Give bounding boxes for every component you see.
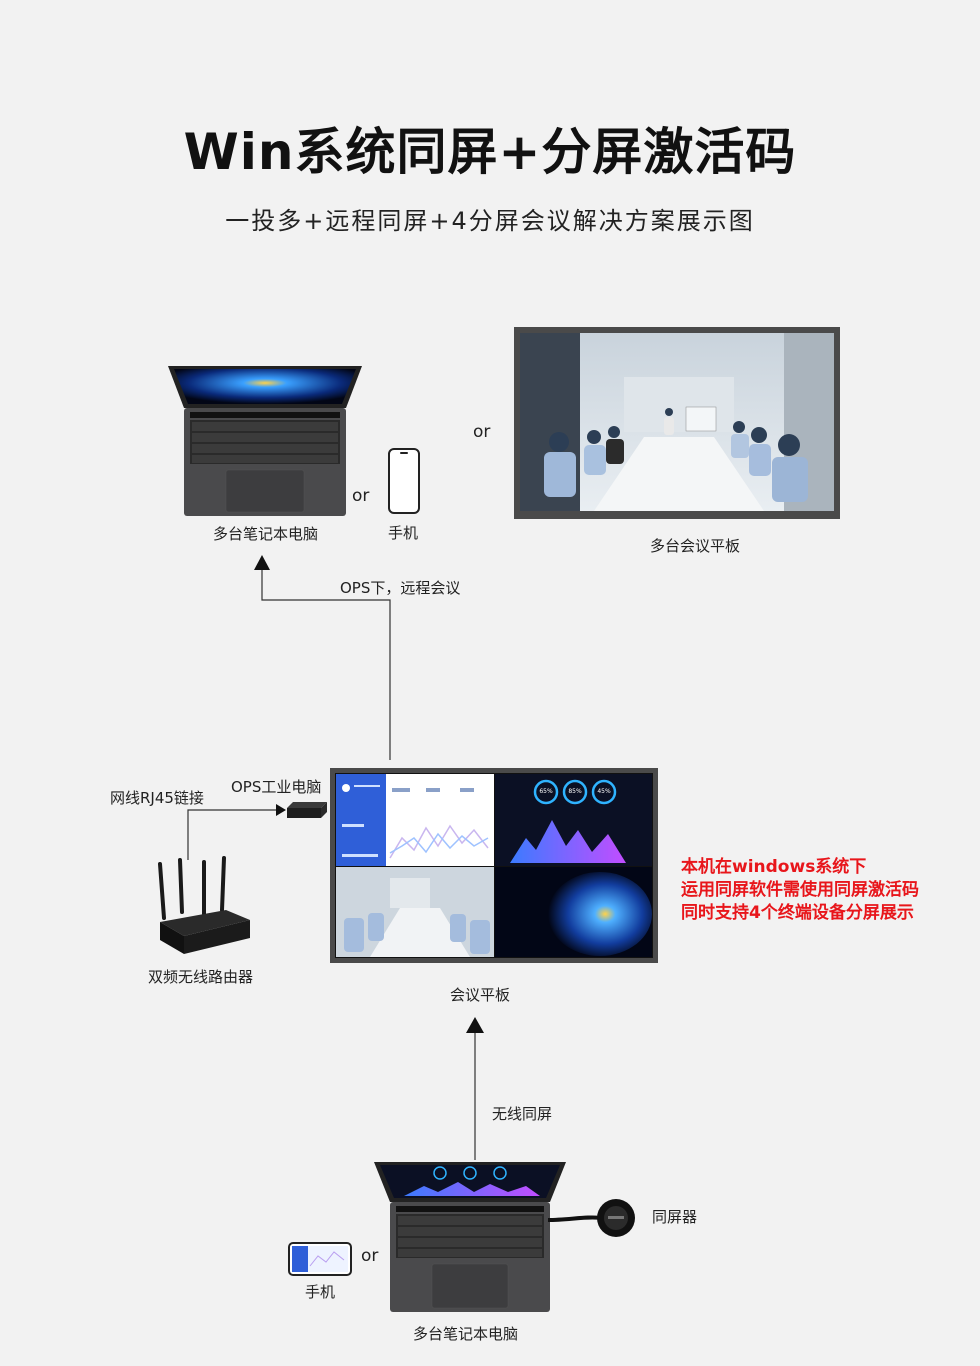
laptop-bottom-label: 多台笔记本电脑	[413, 1325, 519, 1343]
dongle-label: 同屏器	[652, 1208, 698, 1226]
ops-computer-graphic	[287, 802, 327, 818]
split-screen-graphic	[330, 768, 658, 963]
page-subtitle: 一投多+远程同屏+4分屏会议解决方案展示图	[225, 207, 755, 235]
phone-top-label: 手机	[388, 524, 419, 542]
gauge-label-1: 65%	[539, 788, 553, 795]
note-line-2: 运用同屏软件需使用同屏激活码	[681, 880, 919, 900]
phone-bottom	[288, 1242, 352, 1276]
meeting-panel-top-label: 多台会议平板	[650, 537, 741, 555]
arrow-up-top	[254, 555, 270, 570]
ops-remote-label: OPS下，远程会议	[340, 579, 461, 597]
phone-top	[388, 448, 420, 514]
wireless-label: 无线同屏	[492, 1105, 553, 1123]
laptop-bottom	[374, 1162, 566, 1312]
laptop-top-label: 多台笔记本电脑	[213, 525, 319, 543]
router-graphic	[158, 856, 250, 954]
laptop-top-graphic	[168, 366, 362, 516]
rj45-connector	[187, 809, 276, 860]
router-label: 双频无线路由器	[148, 968, 254, 986]
ops-remote-connector	[261, 570, 391, 760]
laptop-bottom-graphic	[374, 1162, 566, 1312]
phone-bottom-graphic	[288, 1242, 352, 1276]
ops-label: OPS工业电脑	[231, 778, 322, 796]
phone-bottom-label: 手机	[305, 1283, 336, 1301]
arrow-right-ops	[276, 804, 286, 816]
dongle-graphic	[548, 1199, 635, 1237]
meeting-panel-top	[514, 327, 840, 519]
activation-note: 本机在windows系统下 运用同屏软件需使用同屏激活码 同时支持4个终端设备分…	[681, 856, 919, 925]
gauge-label-3: 45%	[597, 788, 611, 795]
page-title: Win系统同屏+分屏激活码	[183, 123, 797, 181]
meeting-panel-split-label: 会议平板	[450, 986, 511, 1004]
arrow-up-bottom	[466, 1017, 484, 1033]
or-label-3: or	[361, 1246, 379, 1266]
or-label-1: or	[352, 486, 370, 506]
meeting-room-graphic	[514, 327, 840, 519]
router	[154, 856, 250, 956]
phone-top-graphic	[388, 448, 420, 514]
note-line-3: 同时支持4个终端设备分屏展示	[681, 903, 914, 923]
note-line-1: 本机在windows系统下	[681, 857, 867, 877]
gauge-label-2: 85%	[568, 788, 582, 795]
meeting-panel-split	[330, 768, 658, 963]
ops-computer	[287, 800, 327, 820]
laptop-top	[168, 366, 362, 516]
network-label: 网线RJ45链接	[110, 789, 204, 807]
screen-share-dongle	[548, 1196, 638, 1242]
or-label-2: or	[473, 422, 491, 442]
